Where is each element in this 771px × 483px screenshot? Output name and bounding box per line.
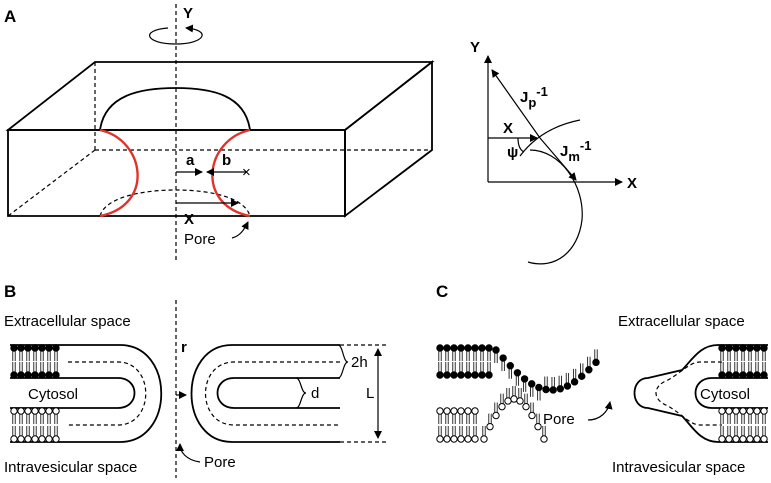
pore-slab-diagram: × — [5, 4, 435, 262]
inset-axis-y: Y — [470, 39, 480, 56]
b-left-lipids — [10, 344, 60, 443]
rotation-arrow — [149, 24, 203, 45]
inset-label-psi: ψ — [507, 144, 518, 161]
label-x: X — [184, 211, 194, 228]
panel-label-b: B — [4, 282, 16, 301]
b-d-label: d — [311, 385, 319, 402]
b-pore-label: Pore — [204, 454, 236, 471]
c-pore-label: Pore — [543, 411, 575, 428]
panel-label-c: C — [436, 282, 448, 301]
jm-label: Jm-1 — [560, 138, 591, 164]
b-r-label: r — [181, 339, 187, 356]
label-b: b — [222, 152, 231, 169]
c-intravesicular-label: Intravesicular space — [612, 459, 745, 476]
panel-label-a: A — [4, 7, 16, 26]
b-intravesicular-label: Intravesicular space — [4, 459, 137, 476]
b-left-membrane — [10, 344, 162, 443]
pore-label: Pore — [184, 231, 216, 248]
b-extracellular-label: Extracellular space — [4, 313, 131, 330]
inset-axis-x: X — [627, 175, 637, 192]
x-mark: × — [242, 164, 251, 181]
b-right-membrane — [176, 344, 388, 463]
b-2h-label: 2h — [351, 354, 368, 371]
c-right-membrane — [633, 344, 768, 443]
c-right-lipids — [718, 344, 768, 443]
geometry-inset — [484, 55, 623, 265]
pore-edge-left — [99, 128, 139, 218]
axis-label-y: Y — [183, 5, 193, 22]
b-L-label: L — [366, 385, 374, 402]
c-cytosol-label: Cytosol — [700, 386, 750, 403]
jp-label: Jp-1 — [520, 84, 548, 110]
inset-label-x: X — [503, 120, 513, 137]
b-cytosol-label: Cytosol — [28, 386, 78, 403]
c-extracellular-label: Extracellular space — [618, 313, 745, 330]
label-a: a — [186, 152, 195, 169]
c-left-membrane — [436, 344, 600, 443]
c-pore-arrow — [587, 401, 613, 421]
